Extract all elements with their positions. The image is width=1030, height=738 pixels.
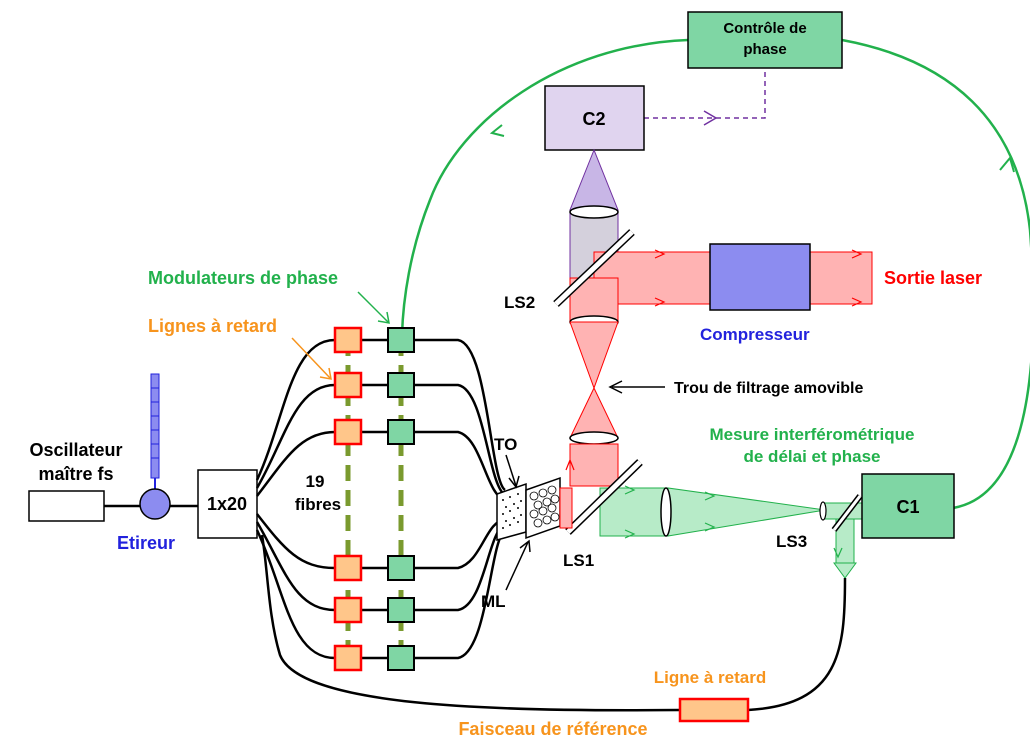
phase-modulator bbox=[387, 327, 415, 353]
fiber-count-label-1: 19 bbox=[306, 472, 325, 491]
feedback-arrow-left bbox=[489, 124, 505, 137]
c1-label: C1 bbox=[896, 497, 919, 517]
phase-modulators-label: Modulateurs de phase bbox=[148, 268, 338, 288]
single-delay-label: Ligne à retard bbox=[654, 668, 766, 687]
c2-lens bbox=[569, 205, 619, 219]
delay-line bbox=[333, 644, 363, 672]
ls2-label: LS2 bbox=[504, 293, 535, 312]
focus-hourglass-upper bbox=[569, 321, 619, 390]
delay-line bbox=[333, 596, 363, 624]
ls2-splitter-face bbox=[554, 230, 634, 306]
phase-modulator bbox=[387, 555, 415, 581]
to-holes bbox=[502, 493, 522, 529]
delay-line bbox=[333, 554, 363, 582]
delay-line bbox=[333, 326, 363, 354]
vertical-beam-lower bbox=[569, 443, 619, 487]
phase-modulator bbox=[387, 419, 415, 445]
vertical-arrow-up bbox=[565, 458, 575, 471]
phase-modulator bbox=[387, 372, 415, 398]
phase-modulator bbox=[387, 645, 415, 671]
probe-arrow-2 bbox=[624, 529, 636, 539]
beam-arrow-2 bbox=[654, 297, 666, 307]
oscillator-label-2: maître fs bbox=[38, 464, 113, 484]
ls3-lens bbox=[819, 501, 827, 521]
ml-output-beam bbox=[559, 487, 573, 529]
delay-lines-pointer-head bbox=[319, 367, 332, 380]
beam-arrow-3 bbox=[851, 249, 863, 259]
compressor-box bbox=[709, 243, 811, 311]
probe-arrow-3 bbox=[704, 491, 716, 501]
c2-focus-cone bbox=[569, 148, 619, 211]
reference-delay-line bbox=[678, 697, 750, 723]
ls3-collimator bbox=[833, 562, 857, 579]
interferometric-label-1: Mesure interférométrique bbox=[710, 425, 915, 444]
delay-lines-pointer bbox=[291, 337, 331, 379]
compressor-label: Compresseur bbox=[700, 325, 810, 344]
ml-pointer bbox=[505, 541, 529, 591]
c2-link-arrow bbox=[703, 110, 718, 126]
beam-arrow-4 bbox=[851, 297, 863, 307]
reference-beam-label: Faisceau de référence bbox=[458, 719, 647, 738]
feedback-arrow-right bbox=[999, 155, 1015, 173]
ml-label: ML bbox=[481, 592, 506, 611]
ls3-arrow bbox=[833, 547, 843, 559]
to-pointer-head bbox=[508, 475, 520, 489]
modulators-pointer bbox=[357, 291, 389, 323]
phase-control-label-2: phase bbox=[743, 41, 786, 58]
feedback-loop-left bbox=[400, 38, 689, 336]
c2-camera bbox=[544, 85, 645, 151]
ml-lenslets bbox=[529, 485, 560, 528]
ls1-splitter-face bbox=[566, 460, 642, 534]
c2-label: C2 bbox=[582, 109, 605, 129]
grating-lines bbox=[151, 387, 159, 459]
probe-arrow-1 bbox=[624, 485, 636, 495]
ls3-splitter-face bbox=[832, 495, 862, 531]
phase-control-label-1: Contrôle de bbox=[723, 20, 806, 37]
delay-lines-label: Lignes à retard bbox=[148, 316, 277, 336]
phase-modulator bbox=[387, 597, 415, 623]
laser-output-label: Sortie laser bbox=[884, 268, 982, 288]
pinhole-pointer-head bbox=[608, 380, 623, 394]
probe-beam-straight bbox=[599, 487, 669, 537]
delay-line bbox=[333, 371, 363, 399]
reference-fiber bbox=[747, 577, 847, 712]
phase-control-box bbox=[687, 11, 843, 69]
stretcher-label: Etireur bbox=[117, 533, 175, 553]
delay-line bbox=[333, 418, 363, 446]
feedback-loop-right bbox=[841, 38, 1030, 510]
delay-lines bbox=[333, 326, 363, 672]
to-label: TO bbox=[494, 435, 517, 454]
c2-to-phase-control-link bbox=[644, 70, 766, 119]
ls3-label: LS3 bbox=[776, 532, 807, 551]
c1-camera bbox=[861, 473, 955, 539]
stretcher-grating bbox=[150, 373, 160, 479]
stretcher-circulator bbox=[139, 488, 171, 520]
ml-pointer-head bbox=[519, 539, 531, 553]
probe-lens bbox=[660, 487, 672, 537]
phase-modulators bbox=[387, 327, 415, 671]
probe-arrow-4 bbox=[704, 522, 716, 532]
lower-lens bbox=[569, 431, 619, 445]
splitter-box bbox=[197, 469, 258, 539]
pinhole-label: Trou de filtrage amovible bbox=[674, 380, 863, 397]
ls1-label: LS1 bbox=[563, 551, 594, 570]
interferometric-label-2: de délai et phase bbox=[744, 447, 881, 466]
oscillator-box bbox=[28, 490, 105, 522]
fiber-count-label-2: fibres bbox=[295, 495, 341, 514]
to-fiber-holder bbox=[496, 482, 527, 541]
splitter-label: 1x20 bbox=[207, 494, 247, 514]
reference-fiber-to-splitter bbox=[260, 534, 681, 712]
probe-beam-cone bbox=[667, 487, 826, 537]
modulators-pointer-head bbox=[377, 311, 390, 324]
beam-arrow-1 bbox=[654, 249, 666, 259]
output-beam-segment-2 bbox=[809, 251, 873, 305]
oscillator-label-1: Oscillateur bbox=[29, 440, 122, 460]
to-pointer bbox=[505, 454, 517, 487]
focus-hourglass-lower bbox=[569, 386, 619, 439]
